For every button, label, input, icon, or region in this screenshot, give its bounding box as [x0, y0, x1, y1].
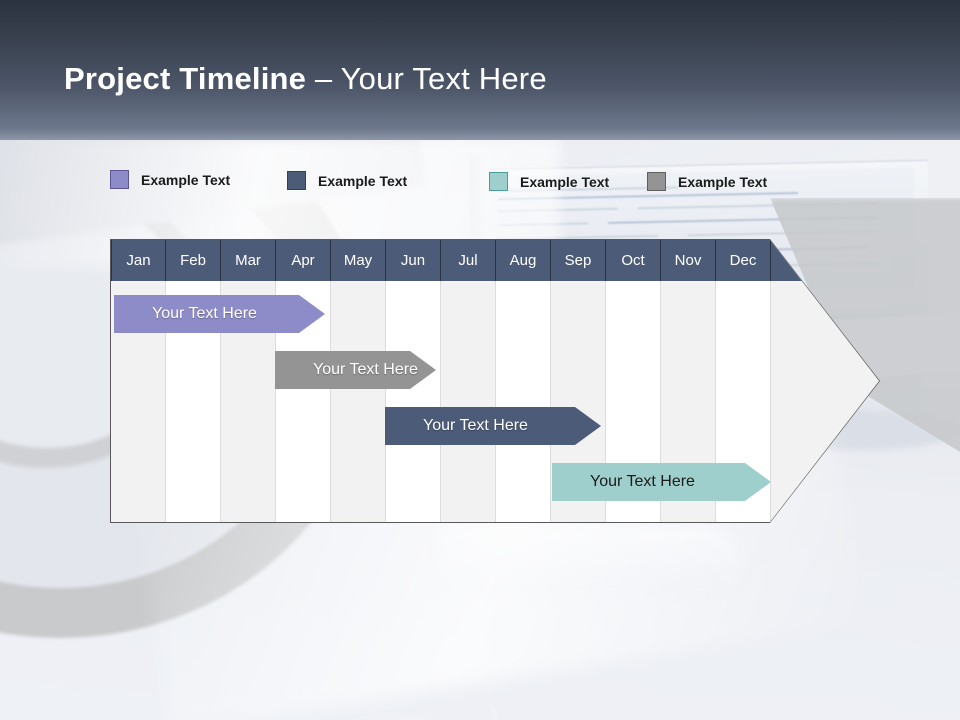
legend-item-4: Example Text	[647, 172, 767, 191]
legend-swatch-icon-4	[647, 172, 666, 191]
title-bold-part: Project Timeline	[64, 61, 307, 96]
legend-item-1: Example Text	[110, 170, 230, 189]
legend-label-3: Example Text	[520, 173, 610, 190]
month-header-jan: Jan	[111, 240, 166, 281]
month-header-aug: Aug	[496, 240, 551, 281]
month-header-oct: Oct	[606, 240, 661, 281]
legend-item-2: Example Text	[287, 171, 407, 190]
month-header-apr: Apr	[276, 240, 331, 281]
timeline-bar-label-1: Your Text Here	[152, 305, 257, 322]
title-separator: –	[306, 61, 341, 96]
month-column-mar	[221, 240, 276, 522]
month-header-feb: Feb	[166, 240, 221, 281]
legend-label-1: Example Text	[141, 171, 231, 188]
month-header-nov: Nov	[661, 240, 716, 281]
legend-swatch-icon-3	[489, 172, 508, 191]
timeline-bar-3[interactable]: Your Text Here	[385, 407, 601, 445]
timeline-bar-label-3: Your Text Here	[423, 417, 528, 434]
title-rest-part: Your Text Here	[340, 61, 547, 96]
month-column-feb	[166, 240, 221, 522]
legend-swatch-icon-1	[110, 170, 129, 189]
month-column-jul	[441, 240, 496, 522]
title-banner	[0, 0, 960, 140]
chart-arrow-tip-area	[771, 240, 879, 522]
legend-label-4: Example Text	[678, 173, 768, 190]
month-column-aug	[496, 240, 551, 522]
timeline-bar-label-4: Your Text Here	[590, 473, 695, 490]
legend-item-3: Example Text	[489, 172, 609, 191]
legend-swatch-icon-2	[287, 171, 306, 190]
month-header-jul: Jul	[441, 240, 496, 281]
timeline-bar-4[interactable]: Your Text Here	[552, 463, 771, 501]
month-header-dec: Dec	[716, 240, 771, 281]
month-header-sep: Sep	[551, 240, 606, 281]
month-header-mar: Mar	[221, 240, 276, 281]
timeline-bar-label-2: Your Text Here	[313, 361, 418, 378]
month-header-jun: Jun	[386, 240, 441, 281]
timeline-bar-2[interactable]: Your Text Here	[275, 351, 436, 389]
month-header-may: May	[331, 240, 386, 281]
timeline-bar-1[interactable]: Your Text Here	[114, 295, 325, 333]
legend-label-2: Example Text	[318, 172, 408, 189]
month-column-jan	[111, 240, 166, 522]
page-title: Project Timeline – Your Text Here	[64, 58, 547, 100]
